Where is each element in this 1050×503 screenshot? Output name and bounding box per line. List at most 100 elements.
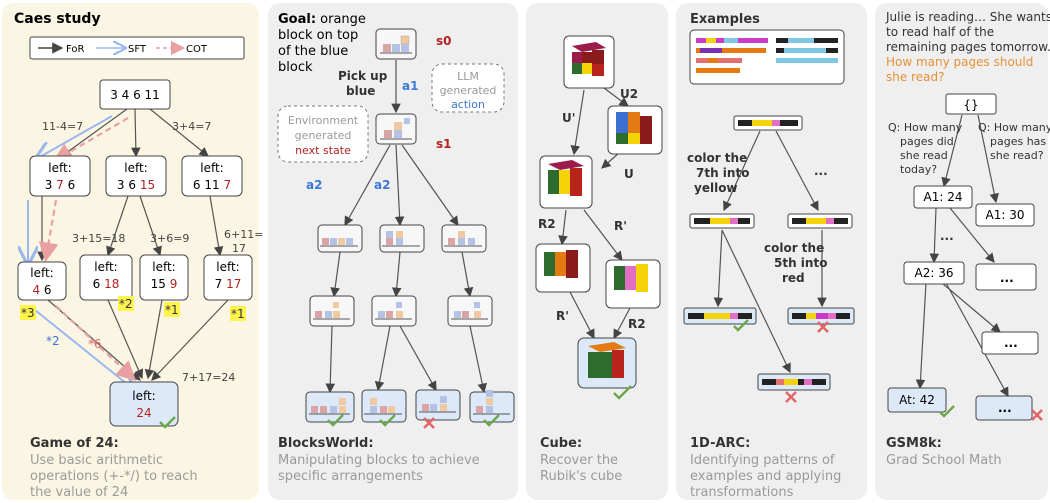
blocks-goal: Goal: orange: [278, 12, 366, 27]
blocks-state-row3: [309, 295, 493, 327]
gsm-foot-desc: Grad School Math: [886, 453, 1002, 468]
arc-foot-title: 1D-ARC:: [690, 436, 750, 451]
svg-text:left:: left:: [132, 389, 155, 403]
svg-text:the value of 24: the value of 24: [30, 485, 128, 500]
legend-for: FoR: [66, 44, 85, 55]
arc-examples-box: [689, 29, 845, 85]
gsm-question: How many pages should she read?: [886, 55, 1033, 84]
gsm-root-node: [945, 93, 997, 115]
game24-leaf-1: left: 4 6: [17, 261, 67, 301]
gsm-node-a2: [903, 261, 965, 285]
svg-text:24: 24: [136, 406, 151, 420]
svg-text:*2: *2: [46, 334, 60, 348]
game24-edges: [37, 108, 229, 381]
arc-row-right: [787, 213, 853, 229]
cube-foot-title: Cube:: [540, 436, 582, 451]
game24-title: Caes study: [14, 11, 101, 27]
cross-icon: [785, 391, 797, 403]
gsm-edges: [915, 114, 1009, 398]
svg-text:7+17=24: 7+17=24: [182, 371, 235, 384]
cube-edges: [558, 87, 631, 340]
game24-node-2: left: 3 6 15: [105, 155, 167, 197]
svg-text:she read?: she read?: [990, 149, 1044, 162]
svg-text:LLM: LLM: [457, 70, 479, 83]
svg-text:left:: left:: [200, 161, 223, 175]
llm-bubble: LLM generated action: [431, 63, 505, 113]
svg-text:*6: *6: [88, 337, 102, 351]
cross-icon: [817, 321, 829, 333]
arc-row-left: [689, 213, 755, 229]
svg-text:U: U: [624, 167, 634, 181]
check-icon: [159, 416, 176, 429]
svg-text:examples and applying: examples and applying: [690, 469, 841, 484]
game24-edge-labels: 11-4=7 3+4=7 3+15=18 3+6=9 6+11= 17 7+17…: [42, 120, 263, 384]
svg-text:...: ...: [1004, 336, 1018, 350]
game24-sft-cot-paths: [28, 115, 133, 388]
svg-text:left:: left:: [30, 266, 53, 280]
svg-text:*3: *3: [21, 306, 35, 320]
svg-text:left:: left:: [48, 161, 71, 175]
arc-edges: [713, 130, 827, 374]
cube-state-uprime: [539, 155, 593, 209]
gsm-node-a1-24: [913, 185, 973, 209]
svg-text:pages has: pages has: [990, 135, 1046, 148]
cube-foot-desc: Recover the Rubik's cube: [540, 453, 622, 484]
check-icon: [379, 414, 396, 427]
svg-text:Recover the: Recover the: [540, 453, 618, 468]
svg-text:specific arrangements: specific arrangements: [278, 469, 423, 484]
svg-text:left:: left:: [124, 161, 147, 175]
svg-text:*2: *2: [119, 297, 133, 311]
svg-text:17: 17: [232, 242, 246, 255]
gsm-dots-1: ...: [940, 229, 954, 243]
check-icon: [733, 319, 749, 332]
svg-text:to read half of the: to read half of the: [886, 25, 994, 39]
svg-text:block: block: [278, 60, 313, 75]
game24-root-node: [99, 79, 171, 110]
game24-foot-title: Game of 24:: [30, 436, 119, 451]
game24-node-1: left: 3 7 6: [29, 155, 91, 197]
gsm-a1-24-text: A1: 24: [924, 190, 963, 204]
svg-text:*1: *1: [165, 303, 179, 317]
svg-text:next state: next state: [295, 144, 351, 157]
svg-text:R': R': [614, 219, 627, 233]
blocks-state-s0: [375, 28, 417, 60]
svg-text:generated: generated: [295, 129, 352, 142]
game24-foot-desc: Use basic arithmetic operations (+-*/) t…: [30, 453, 198, 500]
gsm-dots-4: ...: [998, 401, 1012, 415]
svg-text:How many pages should: How many pages should: [886, 55, 1033, 69]
gsm-node-a1-30: [975, 203, 1035, 227]
cross-icon: [1031, 409, 1043, 421]
svg-text:left:: left:: [94, 260, 117, 274]
svg-text:3 7 6: 3 7 6: [45, 178, 76, 192]
gsm-node-at: [887, 387, 947, 413]
blocks-foot-title: BlocksWorld:: [278, 436, 374, 451]
game24-leaf-3: left: 15 9: [139, 254, 189, 301]
arc-ellipsis: ...: [814, 164, 828, 178]
gsm-node-wrong: [975, 395, 1033, 421]
svg-text:3+6=9: 3+6=9: [150, 232, 189, 245]
action-a2-left: a2: [306, 178, 322, 192]
gsm-a2-text: A2: 36: [915, 266, 954, 280]
game24-root-text: 3 4 6 11: [110, 88, 160, 102]
blocks-edges: [325, 144, 487, 394]
svg-text:operations (+-*/) to reach: operations (+-*/) to reach: [30, 469, 198, 484]
svg-text:pages did: pages did: [900, 135, 954, 148]
game24-final-node: left: 24: [109, 381, 179, 429]
svg-text:left:: left:: [152, 260, 175, 274]
gsm-node-dots-2: [975, 263, 1037, 291]
game24-leaf-2: left: 6 18: [79, 254, 133, 301]
svg-text:Use basic arithmetic: Use basic arithmetic: [30, 453, 163, 468]
svg-text:Q: How many: Q: How many: [888, 121, 963, 134]
game24-stars: *3 *2 *1 *1 *6 *2: [20, 296, 246, 351]
svg-text:Julie is reading… She wants: Julie is reading… She wants: [885, 10, 1050, 24]
svg-text:11-4=7: 11-4=7: [42, 120, 83, 133]
gsm-foot-title: GSM8k:: [886, 436, 942, 451]
blocks-goal-lines: block on top of the blue block: [278, 28, 358, 75]
legend-sft: SFT: [128, 44, 147, 55]
cross-icon: [423, 417, 435, 429]
svg-text:*1: *1: [231, 307, 245, 321]
svg-text:U2: U2: [620, 87, 638, 101]
svg-text:left:: left:: [216, 260, 239, 274]
